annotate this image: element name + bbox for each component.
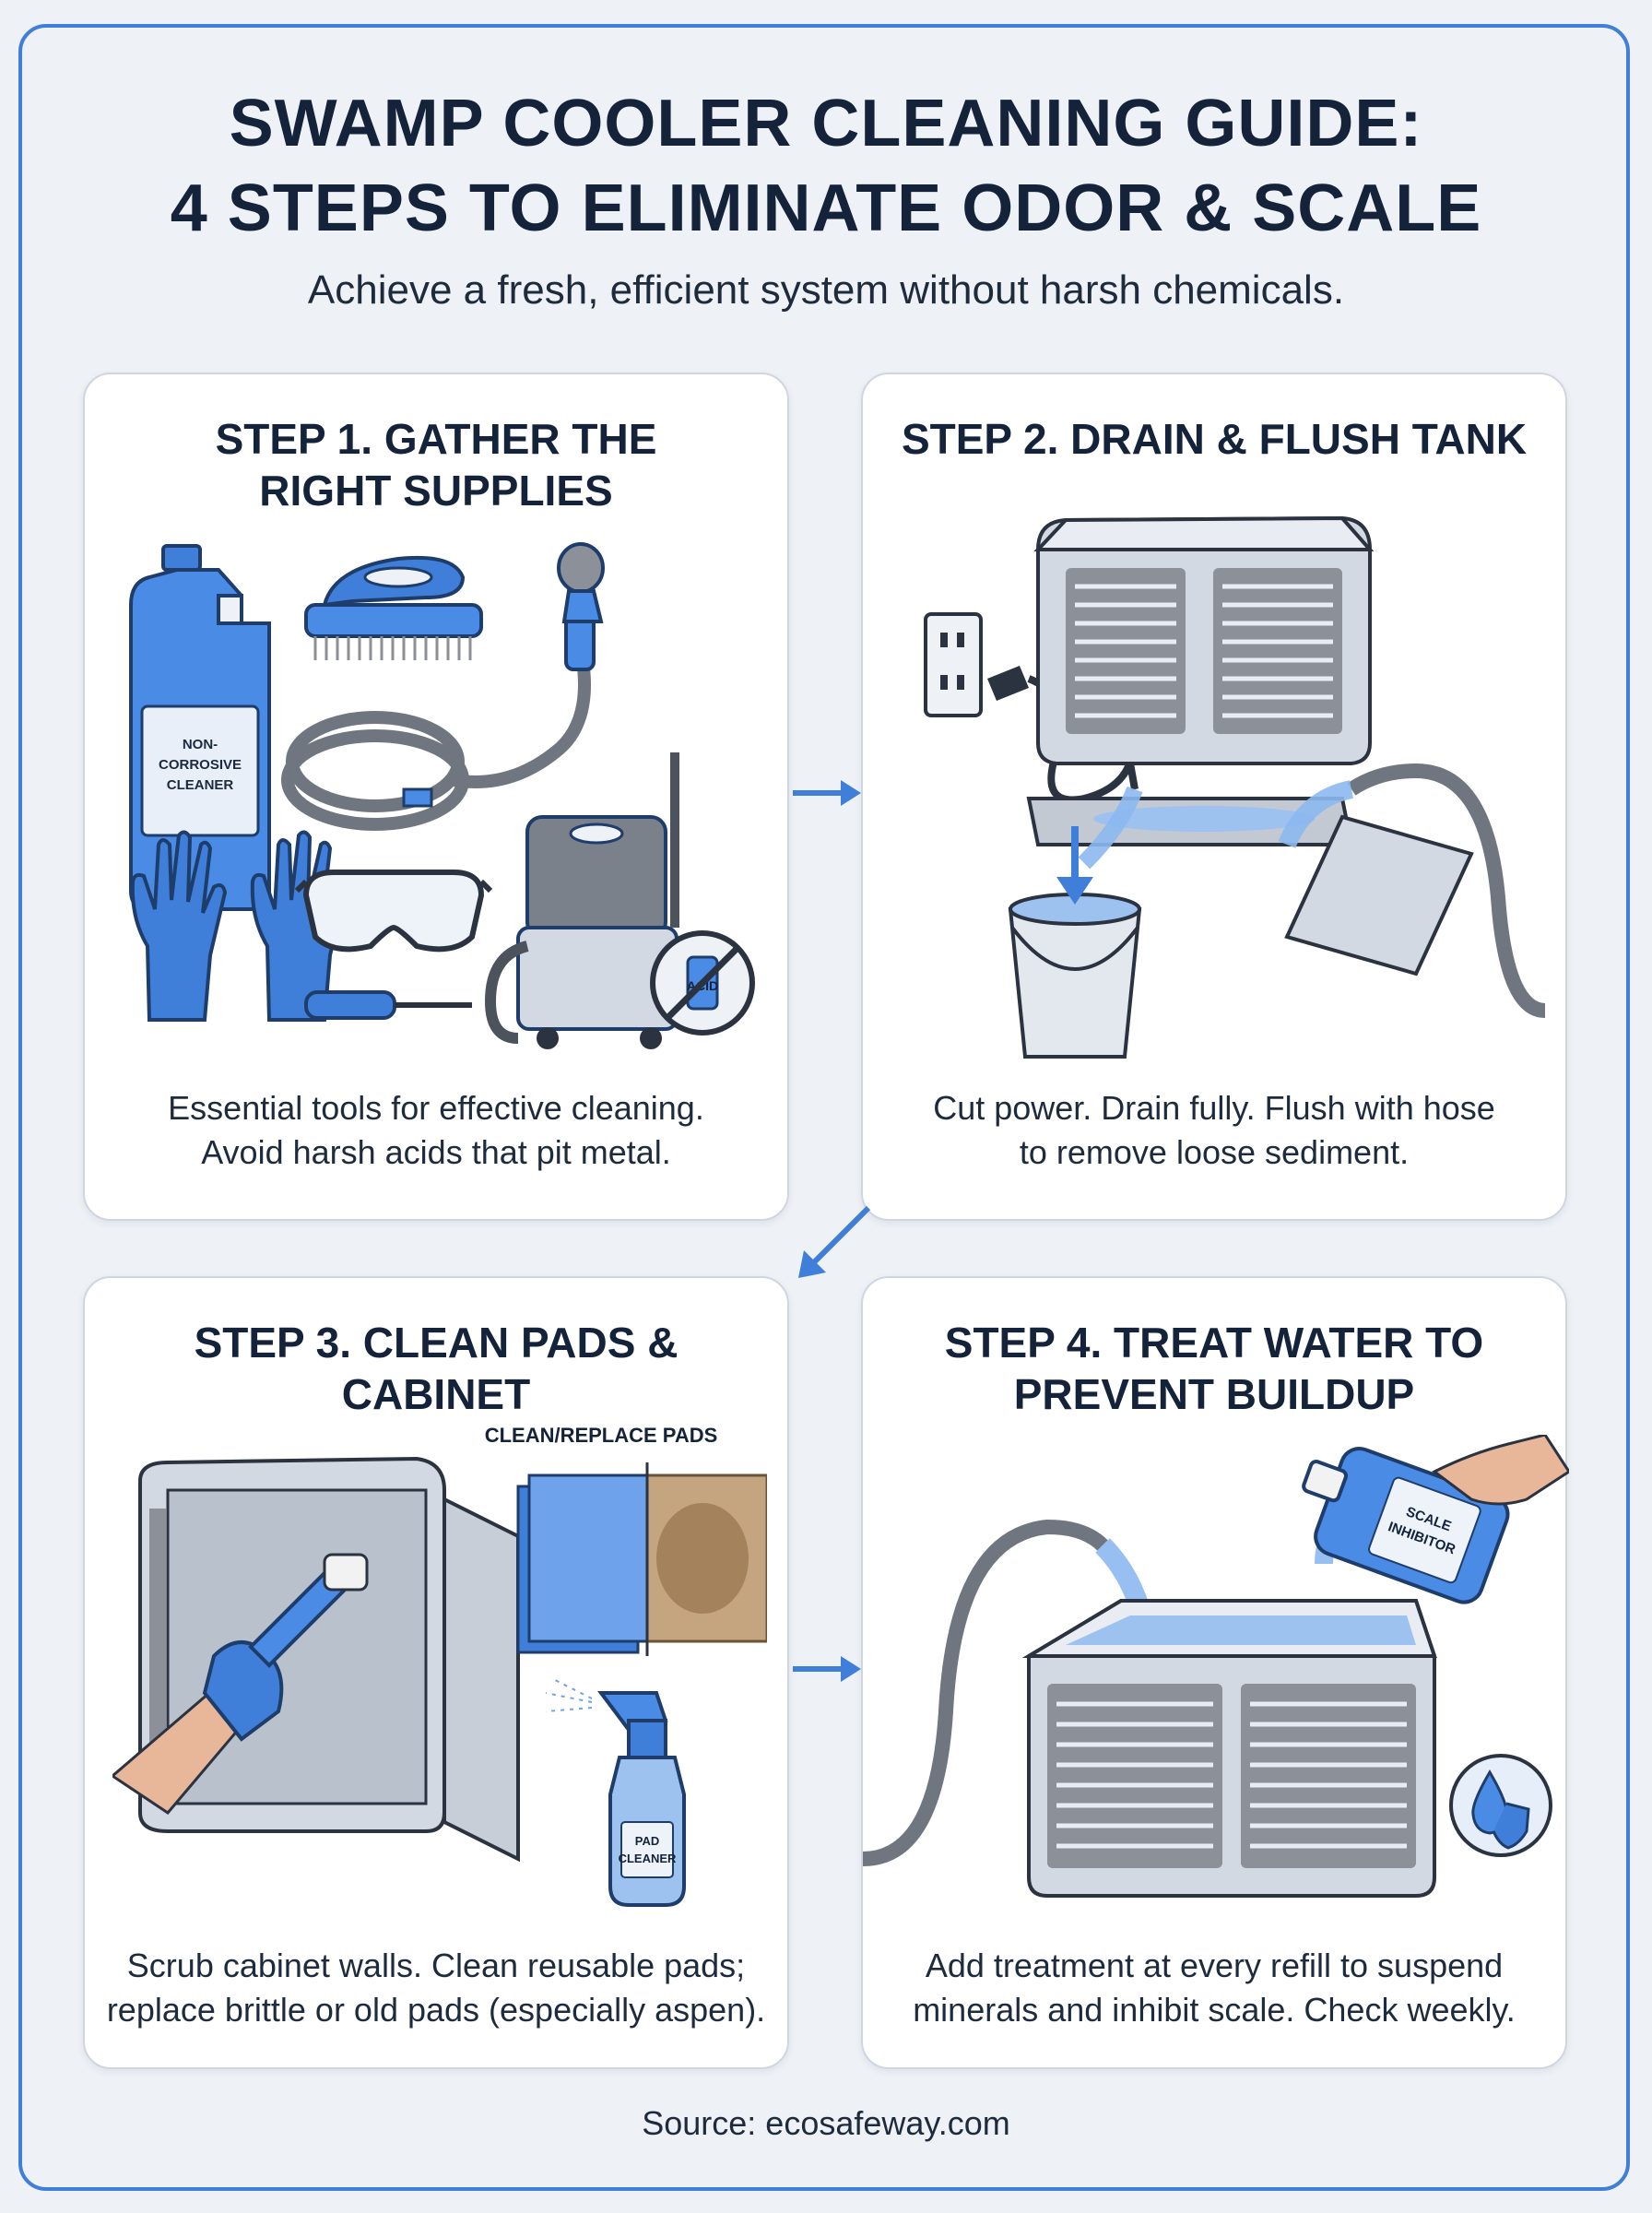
step-1-title: STEP 1. GATHER THE RIGHT SUPPLIES [215, 415, 657, 515]
down-arrow-icon [1056, 826, 1093, 905]
screwdriver-icon [304, 990, 472, 1020]
step-1-description: Essential tools for effective cleaning. … [168, 1089, 704, 1171]
scrub-brush-icon [304, 555, 483, 660]
bottle-label-line3: CLEANER [167, 777, 234, 793]
step-4-card: STEP 4. TREAT WATER TO PREVENT BUILDUP [861, 1276, 1569, 2069]
step-3-description: Scrub cabinet walls. Clean reusable pads… [106, 1947, 766, 2029]
pad-cleaner-spray-icon: PAD CLEANER [545, 1679, 686, 1907]
supplies-illustration: NON- CORROSIVE CLEANER [129, 542, 755, 1049]
wet-vac-icon [484, 752, 679, 1049]
spray-label-line2: CLEANER [619, 1852, 677, 1865]
pads-label: CLEAN/REPLACE PADS [485, 1426, 718, 1447]
arrow-step2-to-step3 [798, 1205, 871, 1278]
arrow-step1-to-step2 [793, 780, 861, 806]
no-acid-icon: ACID [650, 930, 755, 1035]
scale-inhibitor-jug-icon: SCALE INHIBITOR [1302, 1435, 1569, 1604]
bucket-icon [1008, 893, 1142, 1059]
step-3-card: STEP 3. CLEAN PADS & CABINET CLEAN/REPLA… [83, 1276, 789, 2069]
arrow-step3-to-step4 [793, 1656, 861, 1682]
drain-flush-illustration [924, 515, 1545, 1059]
hose-nozzle-icon [402, 542, 605, 808]
cleaner-bottle-icon: NON- CORROSIVE CLEANER [129, 544, 271, 911]
bottle-label-line1: NON- [183, 737, 218, 752]
swamp-cooler-icon [1033, 515, 1375, 765]
page-title: SWAMP COOLER CLEANING GUIDE: 4 STEPS TO … [170, 87, 1482, 245]
cooler-cabinet-icon [138, 1456, 520, 1863]
spray-label-line1: PAD [635, 1834, 659, 1848]
source-credit: Source: ecosafeway.com [642, 2104, 1010, 2142]
bottle-label-line2: CORROSIVE [159, 757, 242, 773]
water-pan-icon [1026, 763, 1474, 976]
step-2-title: STEP 2. DRAIN & FLUSH TANK [901, 415, 1528, 463]
page-subtitle: Achieve a fresh, efficient system withou… [307, 267, 1345, 313]
step-1-card: STEP 1. GATHER THE RIGHT SUPPLIES NON- C… [83, 373, 789, 1221]
gloved-hand-brush-icon [112, 1553, 369, 1815]
clean-pads-illustration: CLEAN/REPLACE PADS PAD CLEANER [112, 1426, 767, 1907]
water-shield-icon [1449, 1754, 1552, 1857]
flush-hose-icon [1278, 763, 1545, 1018]
treat-water-illustration: SCALE INHIBITOR [863, 1435, 1569, 1898]
step-2-card: STEP 2. DRAIN & FLUSH TANK [861, 373, 1567, 1221]
step-3-title: STEP 3. CLEAN PADS & CABINET [194, 1319, 678, 1418]
step-2-description: Cut power. Drain fully. Flush with hose … [933, 1089, 1495, 1171]
step-4-title: STEP 4. TREAT WATER TO PREVENT BUILDUP [944, 1319, 1484, 1418]
cooler-tank-icon [1021, 1599, 1437, 1898]
wall-outlet-icon [924, 612, 983, 717]
garden-hose-icon [281, 659, 591, 831]
safety-glasses-icon [294, 870, 493, 953]
step-4-description: Add treatment at every refill to suspend… [913, 1947, 1516, 2029]
cooler-pads-icon [516, 1462, 767, 1656]
